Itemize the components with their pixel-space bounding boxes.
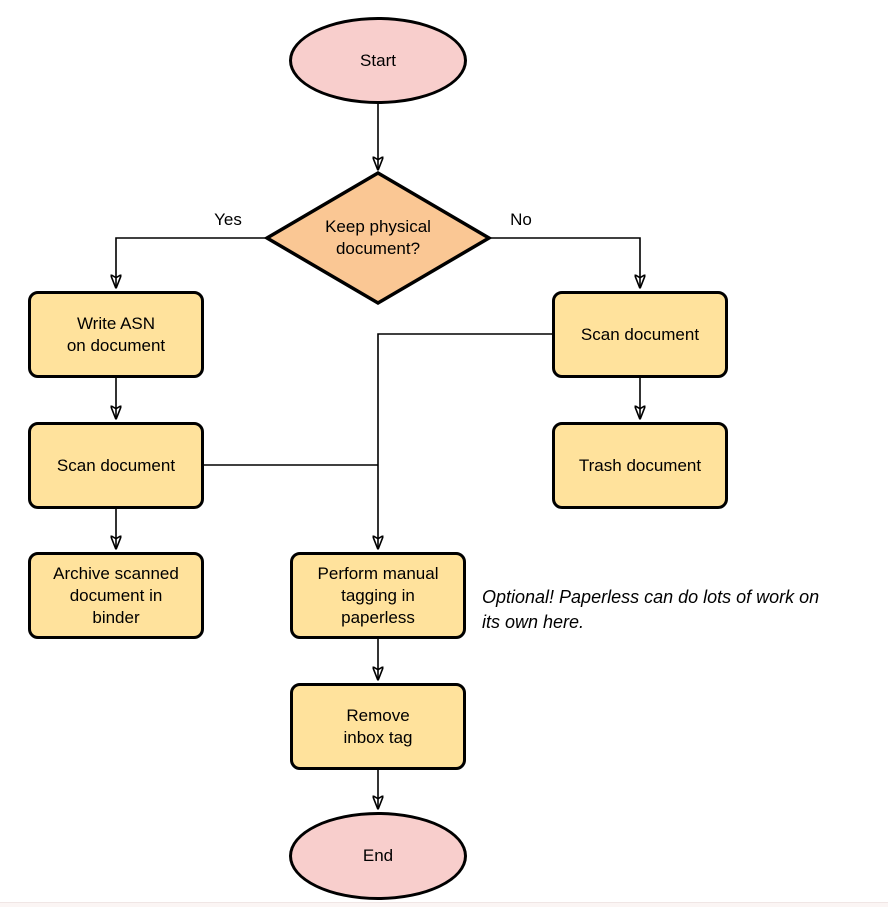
process-node-scan-document-left: Scan document bbox=[28, 422, 204, 509]
edge-decision-no-to-scan-right bbox=[489, 237, 640, 288]
decision-node-keep-physical-document: Keep physical document? bbox=[264, 170, 492, 306]
process-node-remove-inbox-tag: Remove inbox tag bbox=[290, 683, 466, 770]
end-node: End bbox=[289, 812, 467, 900]
process-node-archive-scanned: Archive scanned document in binder bbox=[28, 552, 204, 639]
edge-label-yes: Yes bbox=[214, 210, 242, 229]
process-node-scan-document-right: Scan document bbox=[552, 291, 728, 378]
edge-scan-right-to-tagging bbox=[378, 333, 552, 549]
page-bottom-edge bbox=[0, 902, 888, 907]
start-node: Start bbox=[289, 17, 467, 104]
edge-decision-yes-to-write-asn bbox=[116, 237, 267, 288]
edge-label-no: No bbox=[510, 210, 532, 229]
decision-label: Keep physical document? bbox=[325, 217, 431, 258]
optional-annotation-text: Optional! Paperless can do lots of work … bbox=[482, 587, 820, 632]
process-node-trash-document: Trash document bbox=[552, 422, 728, 509]
process-node-write-asn: Write ASN on document bbox=[28, 291, 204, 378]
decision-diamond-shape bbox=[264, 170, 492, 306]
process-node-manual-tagging: Perform manual tagging in paperless bbox=[290, 552, 466, 639]
